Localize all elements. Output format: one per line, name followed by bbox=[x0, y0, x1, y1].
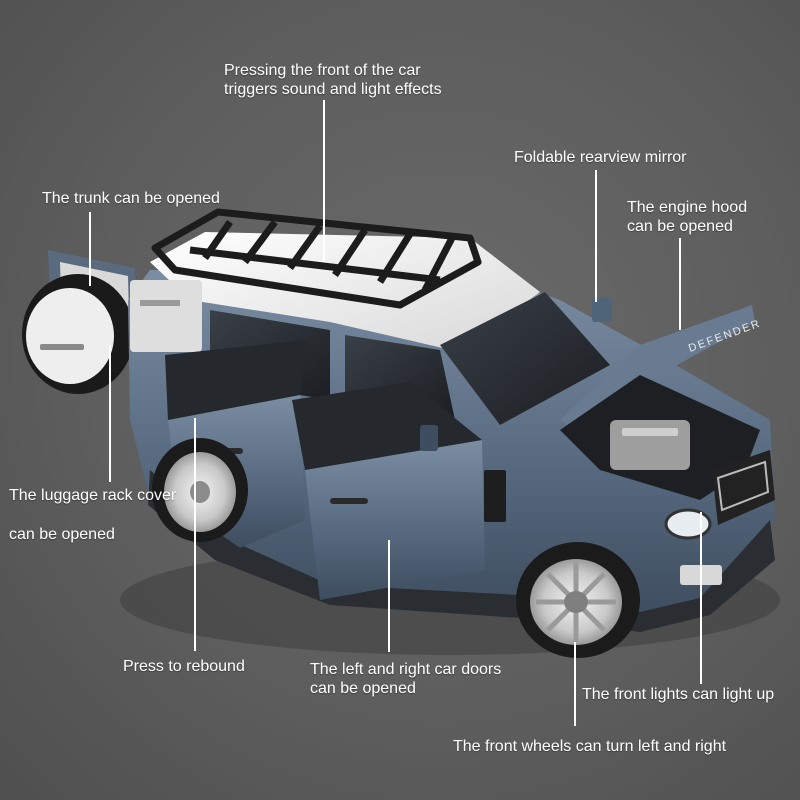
leader-front-lights bbox=[700, 512, 702, 684]
leader-mirror bbox=[595, 170, 597, 302]
callout-front-press: Pressing the front of the car triggers s… bbox=[224, 62, 442, 98]
callout-mirror: Foldable rearview mirror bbox=[514, 149, 687, 166]
side-vent bbox=[484, 470, 506, 522]
callout-doors: The left and right car doors can be open… bbox=[310, 661, 502, 697]
front-grille bbox=[712, 450, 775, 525]
engine-block bbox=[610, 420, 690, 470]
callout-hood: The engine hood can be opened bbox=[627, 199, 748, 235]
leader-front-press bbox=[323, 100, 325, 262]
leader-front-wheels bbox=[574, 642, 576, 726]
front-door-open bbox=[292, 382, 485, 600]
spare-wheel bbox=[22, 274, 134, 394]
leader-hood bbox=[679, 238, 681, 330]
callout-trunk: The trunk can be opened bbox=[42, 190, 220, 207]
front-headlight bbox=[664, 508, 712, 540]
windshield bbox=[440, 292, 610, 425]
callout-luggage-rack: The luggage rack cover bbox=[9, 487, 177, 504]
callout-rebound: Press to rebound bbox=[123, 658, 245, 675]
rear-wheel bbox=[152, 438, 248, 542]
side-luggage-box bbox=[130, 280, 202, 352]
lower-cladding bbox=[148, 470, 775, 632]
callout-luggage-rack-line2: can be opened bbox=[9, 526, 115, 543]
rearview-mirror bbox=[592, 298, 612, 322]
callout-front-lights: The front lights can light up bbox=[582, 686, 775, 703]
leader-rebound bbox=[194, 418, 196, 651]
leader-trunk bbox=[89, 212, 91, 286]
leader-luggage-rack bbox=[109, 345, 111, 482]
callout-front-wheels: The front wheels can turn left and right bbox=[453, 738, 727, 755]
roof-rack bbox=[151, 208, 482, 309]
front-wheel bbox=[516, 542, 640, 658]
leader-doors bbox=[388, 540, 390, 652]
